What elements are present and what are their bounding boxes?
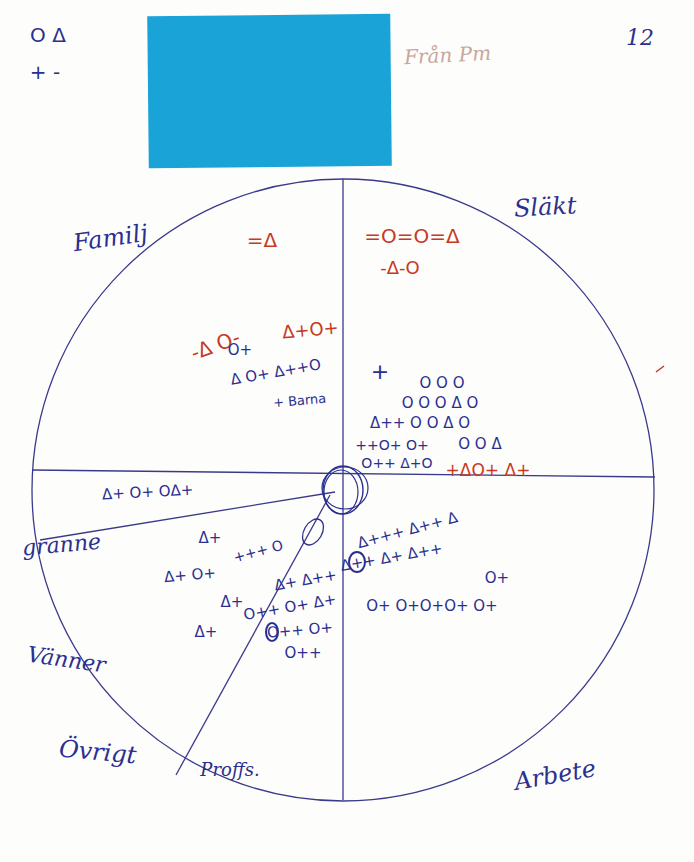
sector-label: Övrigt <box>56 735 139 768</box>
contact-marks: Δ O+ Δ++O <box>228 356 325 389</box>
contact-marks: O O Δ <box>456 436 503 453</box>
contact-marks: Δ+ <box>193 624 220 641</box>
contact-marks: O+ <box>226 342 254 359</box>
self-ring <box>322 467 368 509</box>
contact-marks: O++ <box>283 645 324 662</box>
contact-marks: -Δ-O <box>378 258 421 278</box>
contact-marks: O++ O+ Δ+ <box>240 590 339 623</box>
contact-marks: Δ++ Δ+ Δ++ <box>338 540 446 575</box>
sector-line <box>342 179 343 800</box>
contact-marks: Δ+ <box>219 594 246 611</box>
contact-marks: =O=O=Δ <box>362 225 461 247</box>
contact-marks: ++O+ O+ <box>353 438 430 453</box>
tape-strip <box>147 14 392 169</box>
contact-marks: Δ+ O+ <box>161 564 218 585</box>
contact-marks: O++ O+ <box>264 619 335 642</box>
contact-marks: +ΔO+ Δ+ <box>444 461 533 480</box>
sector-label: Släkt <box>511 192 579 222</box>
contact-marks: Δ+ O+ OΔ+ <box>100 481 196 502</box>
contact-marks: Δ++ O O Δ O <box>368 415 472 432</box>
contact-marks: O++ Δ+O <box>359 456 434 471</box>
sector-line <box>32 470 655 477</box>
sector-label: Familj <box>69 219 151 256</box>
contact-marks: + <box>369 360 391 384</box>
sector-label: granne <box>20 529 105 560</box>
contact-marks: Δ+ Δ++ <box>271 566 340 594</box>
contact-marks: O O O <box>418 375 467 392</box>
faint-note: Från Pm <box>402 42 494 69</box>
person-oval <box>298 515 328 548</box>
contact-marks: +++ O <box>230 537 287 566</box>
sector-label: Arbete <box>510 755 599 796</box>
contact-marks: O O O Δ O <box>400 395 481 412</box>
contact-marks: =Δ <box>245 229 279 251</box>
self-ring <box>324 470 358 514</box>
contact-marks: + Barna <box>271 391 329 410</box>
contact-marks: O+ O+O+O+ O+ <box>364 598 499 615</box>
sector-label: Vänner <box>23 642 108 677</box>
contact-marks: Δ+O+ <box>279 317 341 342</box>
symbol-key: O Δ <box>28 24 68 46</box>
outer-circle <box>32 179 654 801</box>
page-number: 12 <box>624 26 656 50</box>
contact-marks: Δ+ <box>197 530 224 547</box>
stray-mark <box>656 366 664 372</box>
contact-marks: O+ <box>483 570 511 587</box>
sector-label: Proffs. <box>198 760 261 780</box>
symbol-key: + - <box>28 61 62 83</box>
